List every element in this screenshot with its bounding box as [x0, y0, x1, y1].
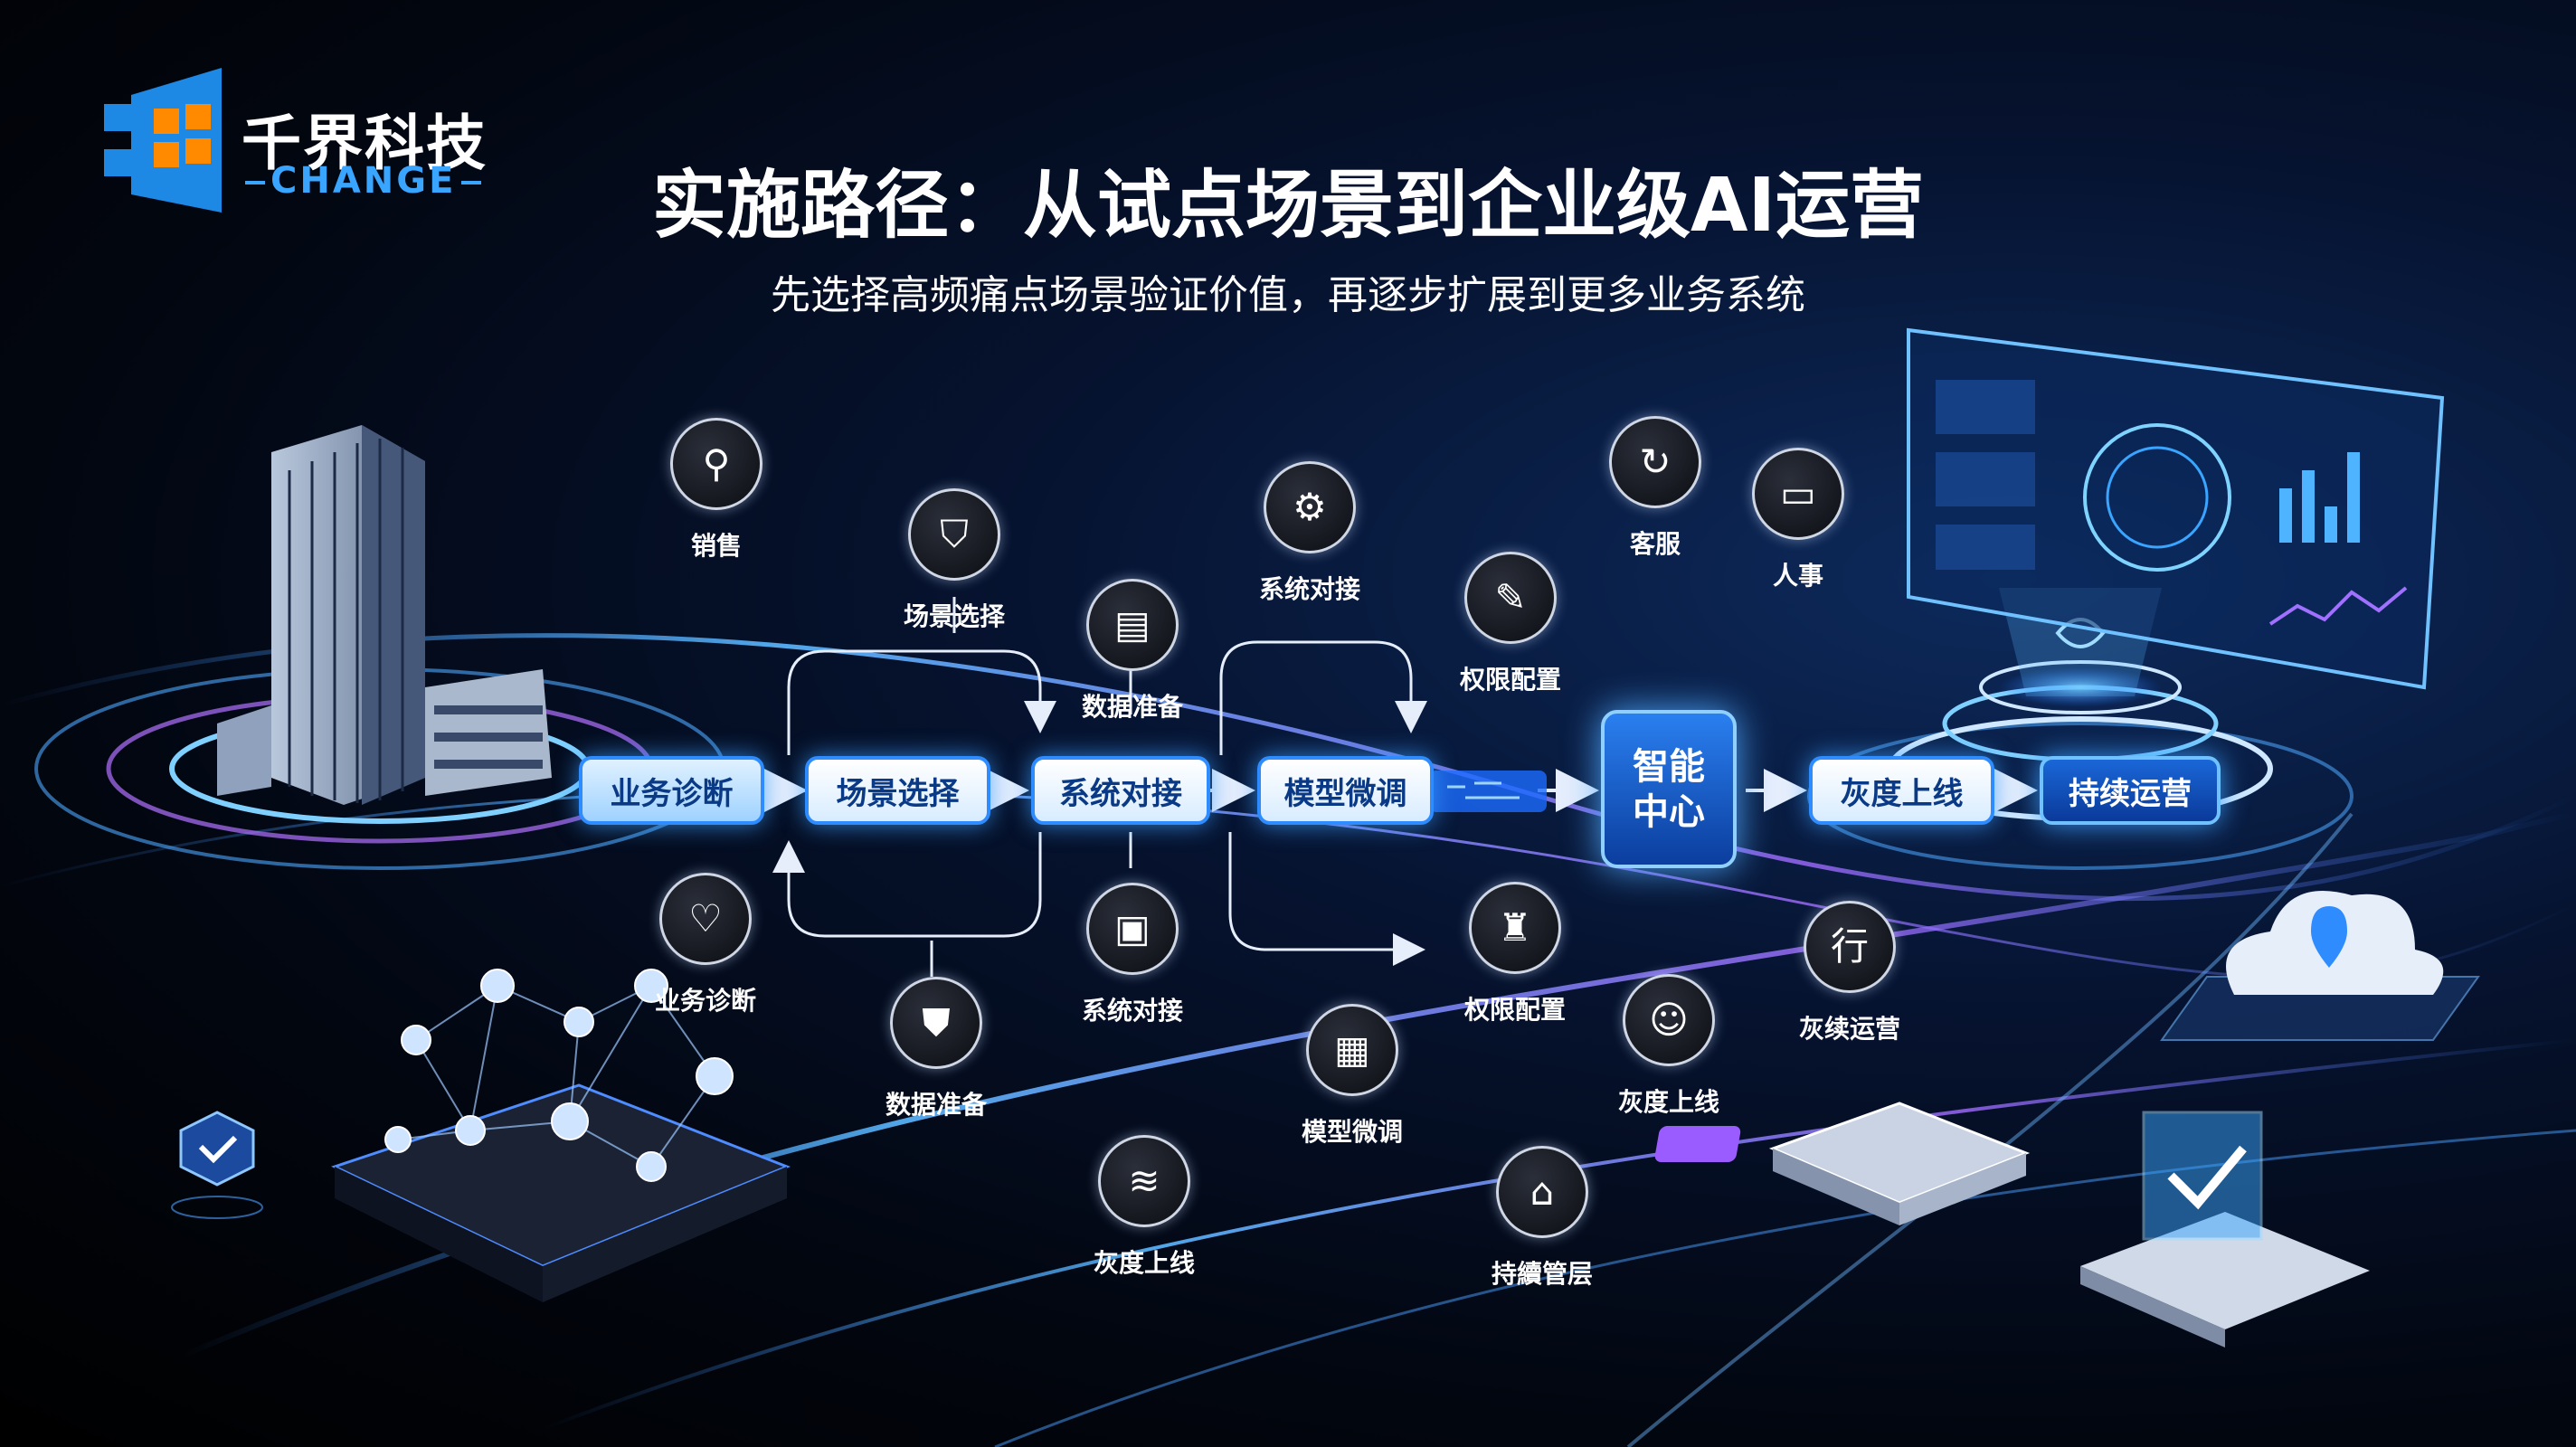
building-icon: ⌂: [1530, 1169, 1555, 1214]
data-glow-bar: [1429, 771, 1547, 812]
cloud-location-illustration: [2160, 891, 2480, 1041]
chip-illustration: [1654, 1102, 2031, 1225]
shield-down-icon: ⛊: [922, 1000, 951, 1045]
office-building-illustration: [217, 425, 552, 805]
node-customer-service: ↻ 客服: [1583, 416, 1728, 561]
location-user-icon: ⚲: [702, 441, 731, 486]
user-check-icon: ☺: [1649, 998, 1689, 1042]
shield-card-illustration: [2080, 1111, 2370, 1348]
network-icon: ⚙: [1293, 485, 1327, 529]
stage-system-integration: 系统对接: [1031, 756, 1210, 825]
intelligence-center-hub: 智能 中心: [1601, 710, 1737, 868]
chart-board-icon: ▤: [1114, 602, 1151, 647]
page-subtitle: 先选择高频痛点场景验证价值，再逐步扩展到更多业务系统: [771, 272, 1805, 318]
data-glow-ticks: [1447, 781, 1520, 799]
stage-scenario-selection: 场景选择: [805, 756, 990, 825]
node-scenario-selection: ⛉ 场景选择: [882, 488, 1027, 633]
layers-icon: ≋: [1128, 1159, 1160, 1203]
node-gray-release-left: ≋ 灰度上线: [1072, 1135, 1217, 1280]
node-data-prep-bottom: ⛊ 数据准备: [864, 977, 1009, 1121]
id-card-icon: ▭: [1780, 471, 1816, 515]
node-permission-top: ✎ 权限配置: [1438, 552, 1583, 696]
loop-arrows: [772, 597, 1427, 977]
stage-model-tuning: 模型微调: [1257, 756, 1434, 825]
xing-icon: 行: [1830, 924, 1869, 969]
page-title: 实施路径：从试点场景到企业级AI运营: [652, 163, 1924, 249]
briefcase-icon: ▣: [1114, 906, 1151, 950]
node-gray-release-right: ☺ 灰度上线: [1596, 974, 1741, 1119]
brand-logo: 千界科技 CHANGE: [104, 59, 502, 231]
document-icon: ▦: [1334, 1027, 1370, 1072]
support-cycle-icon: ↻: [1639, 440, 1672, 484]
stage-continuous-operation: 持续运营: [2040, 756, 2221, 825]
node-model-tuning: ▦ 模型微调: [1280, 1004, 1425, 1149]
node-business-diagnosis: ♡ 业务诊断: [633, 873, 778, 1017]
node-hr: ▭ 人事: [1726, 448, 1870, 592]
shield-check-icon: ⛉: [940, 512, 969, 556]
node-continuous-management: ⌂ 持續管层: [1470, 1146, 1615, 1291]
node-sales: ⚲ 销售: [644, 418, 789, 563]
trophy-icon: ♜: [1498, 905, 1532, 950]
dashboard-screen-illustration: [1907, 327, 2445, 690]
stage-business-diagnosis: 业务诊断: [579, 756, 764, 825]
node-permission-bottom: ♜ 权限配置: [1443, 882, 1587, 1026]
logo-mark-icon: [104, 68, 222, 213]
node-system-integration-bottom: ▣ 系统对接: [1060, 883, 1205, 1027]
pen-check-icon: ✎: [1494, 575, 1527, 619]
node-continuous-operation: 行 灰续运营: [1777, 901, 1922, 1045]
network-platform-illustration: [331, 969, 791, 1302]
node-data-prep-top: ▤ 数据准备: [1060, 579, 1205, 724]
brand-name-en: CHANGE: [240, 160, 487, 202]
shield-badge-illustration: [171, 1111, 263, 1219]
heart-icon: ♡: [688, 896, 723, 941]
node-system-integration-top: ⚙ 系统对接: [1237, 461, 1382, 606]
stage-gray-release: 灰度上线: [1809, 756, 1994, 825]
